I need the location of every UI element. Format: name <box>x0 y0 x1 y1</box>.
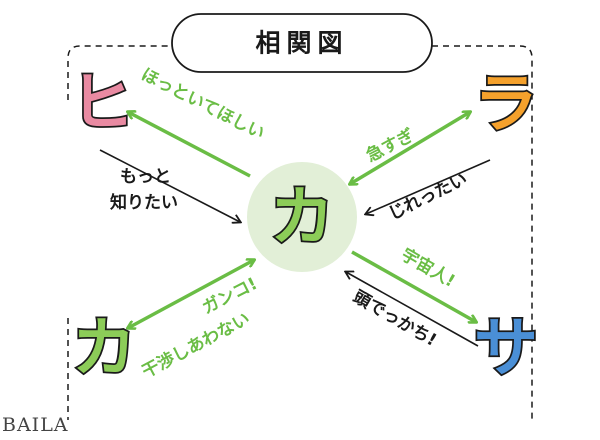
arrow-ka-ra <box>350 112 470 184</box>
arrow-ka-to-hi <box>99 149 240 222</box>
node-ka-bottom-left: カ <box>72 312 136 386</box>
label-hi-to-ka: ほっといてほしい <box>138 65 268 144</box>
dashed-frame <box>67 45 533 420</box>
label-sa-to-ka: 頭でっかち! <box>350 287 440 351</box>
label-ka-to-hi-line1: もっと <box>120 167 171 187</box>
brand-logo: BAILA <box>2 414 69 436</box>
arrow-hi-to-ka <box>128 112 251 178</box>
arrow-sa-to-ka <box>346 272 479 347</box>
node-sa: サ <box>474 312 538 386</box>
node-hi: ヒ <box>70 67 134 141</box>
arrow-ra-to-ka <box>366 159 491 214</box>
node-ka-center: カ <box>270 181 334 255</box>
label-ra-to-ka: じれったい <box>385 169 470 224</box>
diagram-title: 相関図 <box>255 29 348 58</box>
center-circle <box>247 162 357 272</box>
arrow-ka-to-sa <box>351 250 476 322</box>
title-box: 相関図 <box>171 13 433 73</box>
node-ra: ラ <box>474 68 538 142</box>
label-ka-to-hi-line2: 知りたい <box>109 192 178 213</box>
label-kanshou: 干渉しあわない <box>138 308 253 382</box>
label-ganko: ガンコ! <box>199 274 260 318</box>
arrow-ka-ka <box>128 260 254 328</box>
